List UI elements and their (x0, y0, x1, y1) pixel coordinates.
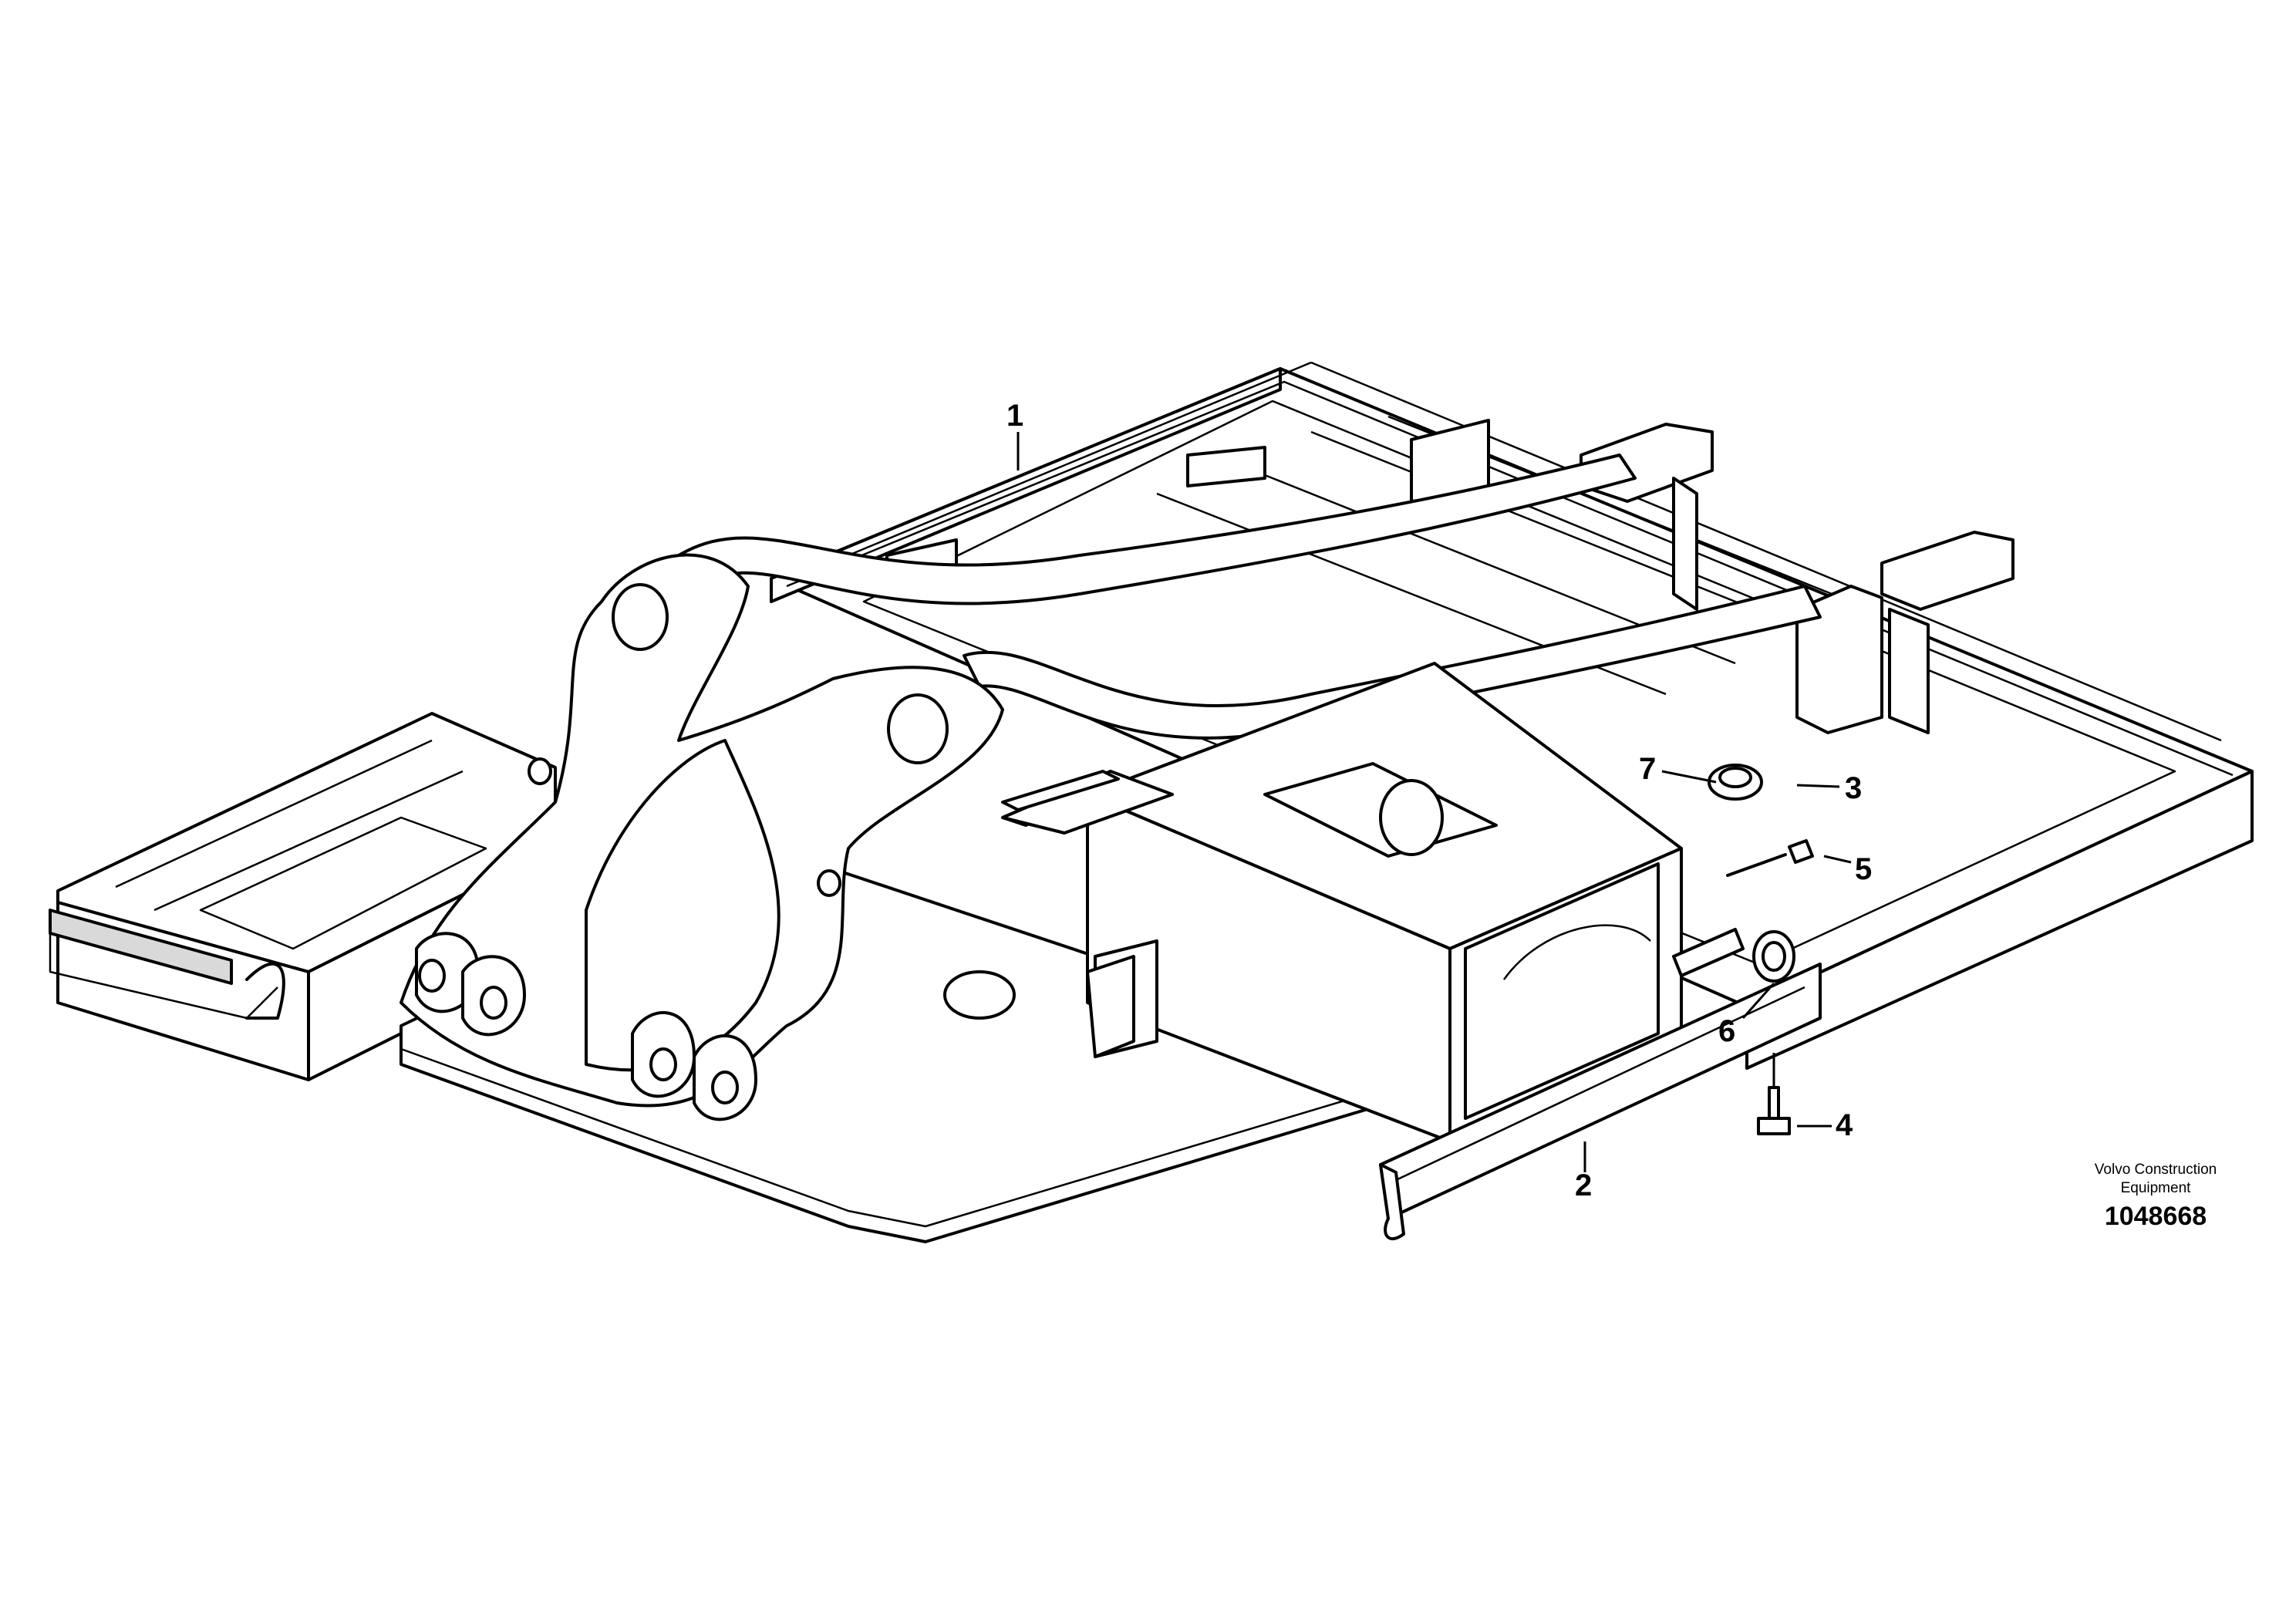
screw-part-5 (1726, 839, 1814, 877)
document-number: 1048668 (2104, 1202, 2207, 1231)
brand-line-1: Volvo Construction (2094, 1162, 2217, 1178)
callout-6: 6 (1718, 1014, 1735, 1048)
brand-label: Volvo Construction Equipment (2082, 1161, 2229, 1198)
callout-3: 3 (1845, 771, 1862, 805)
brand-line-2: Equipment (2120, 1180, 2191, 1196)
side-rail-cover (1379, 928, 1822, 1240)
callout-1: 1 (1006, 399, 1023, 433)
boom-mount-bracket (400, 553, 1135, 1121)
callout-2: 2 (1575, 1168, 1592, 1202)
counterweight-brackets (885, 419, 2014, 734)
callout-5: 5 (1855, 852, 1872, 886)
grommet-part-6 (1752, 930, 1795, 983)
main-frame-platform (770, 361, 2254, 1070)
plug-part-7 (1708, 764, 1763, 801)
flange-screw-part-4 (1757, 1086, 1791, 1135)
callout-7: 7 (1639, 752, 1656, 786)
callout-4: 4 (1836, 1108, 1853, 1142)
leader-lines (1017, 432, 1852, 1172)
